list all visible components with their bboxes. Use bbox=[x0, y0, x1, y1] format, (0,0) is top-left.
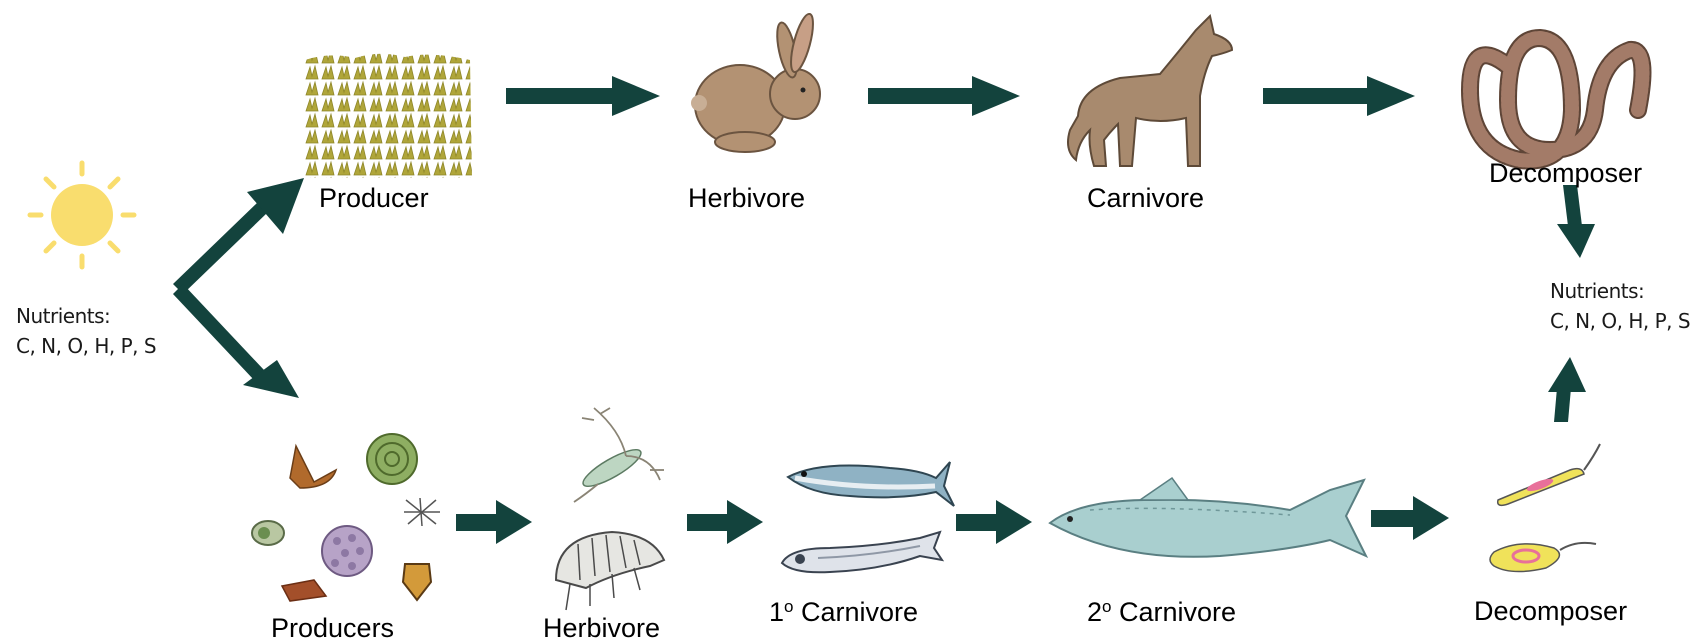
zooplankton-icon bbox=[574, 408, 664, 502]
nutrients-left-elements: C, N, O, H, P, S bbox=[16, 331, 156, 361]
carnivore1-sup: o bbox=[784, 597, 793, 616]
anchovy-icon bbox=[782, 532, 942, 572]
nutrients-right: Nutrients: C, N, O, H, P, S bbox=[1550, 276, 1690, 336]
arrow-producers-to-herbivore bbox=[456, 500, 532, 544]
mackerel-icon bbox=[1050, 478, 1366, 557]
amphipod-icon bbox=[556, 532, 664, 610]
nutrients-right-title: Nutrients: bbox=[1550, 276, 1690, 306]
nutrients-right-elements: C, N, O, H, P, S bbox=[1550, 306, 1690, 336]
carnivore2-sup: o bbox=[1102, 597, 1111, 616]
label-producers: Producers bbox=[271, 615, 394, 642]
arrow-herbivore-to-carnivore1 bbox=[687, 500, 763, 544]
arrow-carnivore1-to-carnivore2 bbox=[956, 500, 1032, 544]
label-herbivore-top: Herbivore bbox=[688, 185, 805, 212]
grass-icon bbox=[305, 54, 472, 178]
phytoplankton-icon bbox=[252, 434, 440, 601]
label-decomposer-bottom: Decomposer bbox=[1474, 598, 1627, 625]
coyote-icon bbox=[1068, 16, 1232, 166]
arrow-herbivore-to-carnivore bbox=[868, 76, 1020, 116]
label-herbivore-bottom: Herbivore bbox=[543, 615, 660, 642]
nutrients-left-title: Nutrients: bbox=[16, 301, 156, 331]
carnivore1-num: 1 bbox=[769, 597, 784, 627]
arrow-bottom-decomposer-to-nutrients bbox=[1548, 357, 1586, 422]
rabbit-icon bbox=[691, 12, 820, 152]
arrow-producer-to-herbivore bbox=[506, 76, 660, 116]
label-carnivore2: 2o Carnivore bbox=[1087, 598, 1236, 626]
bacteria-icon bbox=[1490, 444, 1600, 572]
carnivore1-text: Carnivore bbox=[794, 597, 919, 627]
arrow-carnivore2-to-decomposer bbox=[1371, 496, 1449, 540]
nutrients-left: Nutrients: C, N, O, H, P, S bbox=[16, 301, 156, 361]
earthworm-icon bbox=[1470, 38, 1643, 161]
carnivore2-num: 2 bbox=[1087, 597, 1102, 627]
label-carnivore1: 1o Carnivore bbox=[769, 598, 918, 626]
arrow-decomposer-to-nutrients bbox=[1557, 185, 1595, 258]
sun-icon bbox=[30, 163, 134, 267]
label-carnivore-top: Carnivore bbox=[1087, 185, 1204, 212]
branch-arrow-up bbox=[173, 178, 304, 294]
sardine-icon bbox=[788, 462, 954, 506]
branch-arrow-down bbox=[173, 284, 299, 398]
label-producer: Producer bbox=[319, 185, 429, 212]
label-decomposer-top: Decomposer bbox=[1489, 160, 1642, 187]
arrow-carnivore-to-decomposer bbox=[1263, 76, 1415, 116]
carnivore2-text: Carnivore bbox=[1112, 597, 1237, 627]
